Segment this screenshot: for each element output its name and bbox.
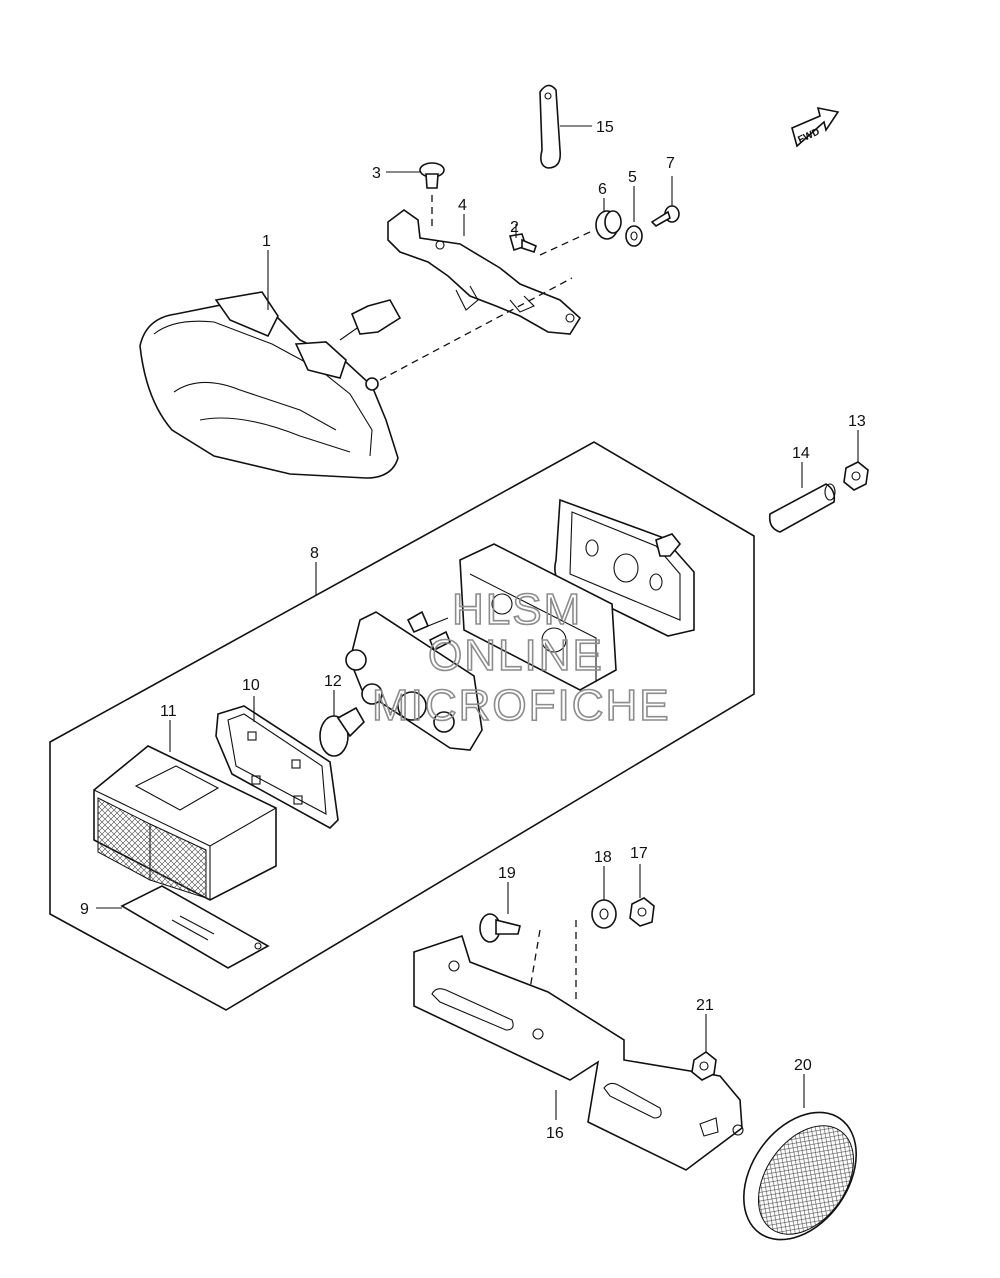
part-9-plate bbox=[120, 885, 270, 969]
part-5-washer bbox=[625, 225, 643, 247]
part-17-nut bbox=[629, 897, 655, 927]
part-20-reflector bbox=[743, 1111, 857, 1241]
callout-14: 14 bbox=[792, 445, 810, 462]
callout-11: 11 bbox=[160, 703, 177, 720]
part-21-nut bbox=[691, 1051, 717, 1081]
part-3-screw bbox=[419, 162, 445, 230]
part-7-screw bbox=[650, 205, 680, 227]
callout-5: 5 bbox=[628, 169, 637, 186]
callout-6: 6 bbox=[598, 181, 607, 198]
callout-7: 7 bbox=[666, 155, 675, 172]
callout-17: 17 bbox=[630, 845, 648, 862]
part-14-collar bbox=[768, 483, 836, 533]
part-16-bracket bbox=[413, 934, 744, 1171]
callout-19: 19 bbox=[498, 865, 516, 882]
callout-4: 4 bbox=[458, 197, 467, 214]
callout-13: 13 bbox=[848, 413, 866, 430]
callout-20: 20 bbox=[794, 1057, 812, 1074]
part-19-screw bbox=[479, 913, 521, 943]
callout-18: 18 bbox=[594, 849, 612, 866]
callout-8: 8 bbox=[310, 545, 319, 562]
callout-9: 9 bbox=[80, 901, 89, 918]
callout-15: 15 bbox=[596, 119, 614, 136]
part-8-group-outline bbox=[49, 441, 755, 1011]
watermark-line-2: ONLINE bbox=[428, 631, 604, 680]
callout-12: 12 bbox=[324, 673, 342, 690]
part-11-lens bbox=[93, 745, 277, 901]
leader-lines bbox=[96, 125, 859, 1120]
part-4-bracket bbox=[387, 209, 582, 335]
callout-16: 16 bbox=[546, 1125, 564, 1142]
part-12-bulb bbox=[319, 706, 365, 757]
callout-10: 10 bbox=[242, 677, 260, 694]
watermark-line-3: MICROFICHE bbox=[372, 681, 671, 730]
socket-plate bbox=[345, 610, 483, 751]
callout-3: 3 bbox=[372, 165, 381, 182]
part-6-grommet bbox=[595, 210, 622, 240]
part-2-bolt bbox=[508, 233, 537, 254]
watermark-line-1: HLSM bbox=[452, 585, 582, 634]
part-13-nut bbox=[843, 461, 869, 491]
part-15-clip bbox=[539, 84, 562, 169]
callout-1: 1 bbox=[262, 233, 271, 250]
part-1-tail-light bbox=[139, 291, 402, 479]
callout-2: 2 bbox=[510, 219, 519, 236]
callout-21: 21 bbox=[696, 997, 714, 1014]
callout-labels: 1 2 3 4 5 6 7 8 9 10 11 12 13 14 15 16 1… bbox=[80, 119, 866, 1142]
fwd-arrow-icon: FWD bbox=[791, 106, 840, 148]
watermark: HLSM ONLINE MICROFICHE bbox=[371, 584, 671, 731]
part-10-gasket bbox=[215, 705, 339, 829]
part-18-washer bbox=[591, 899, 617, 929]
middle-housing bbox=[459, 543, 617, 691]
